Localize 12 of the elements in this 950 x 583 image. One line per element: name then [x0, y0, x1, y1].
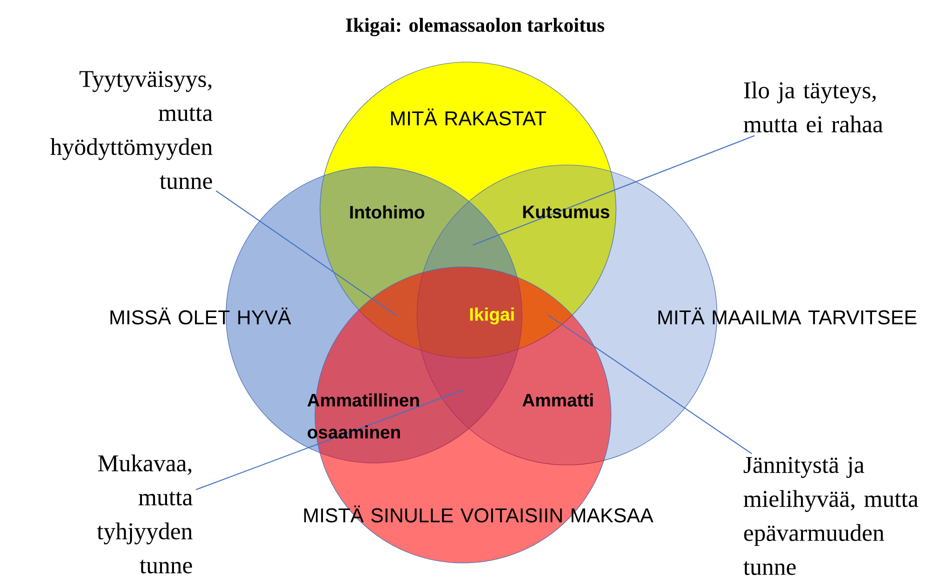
- leader-line: [216, 190, 398, 316]
- region-label: Ikigai: [470, 308, 514, 324]
- leader-line: [472, 135, 756, 246]
- callout-text: Jännitystä ja mielihyvää, mutta epävarmuuden tunne: [743, 456, 918, 576]
- title: Ikigai: olemassaolon tarkoitus: [346, 18, 604, 36]
- callout-text: Mukavaa, mutta tyhjyyden tunne: [97, 454, 192, 574]
- region-label: Ammatti: [522, 393, 593, 407]
- region-label: Intohimo: [350, 205, 424, 219]
- leader-line: [196, 389, 464, 490]
- callout-text: Tyytyväisyys, mutta hyödyttömyyden tunne: [50, 70, 212, 190]
- callout-text: Ilo ja täyteys, mutta ei rahaa: [744, 82, 883, 132]
- leader-line: [548, 314, 752, 454]
